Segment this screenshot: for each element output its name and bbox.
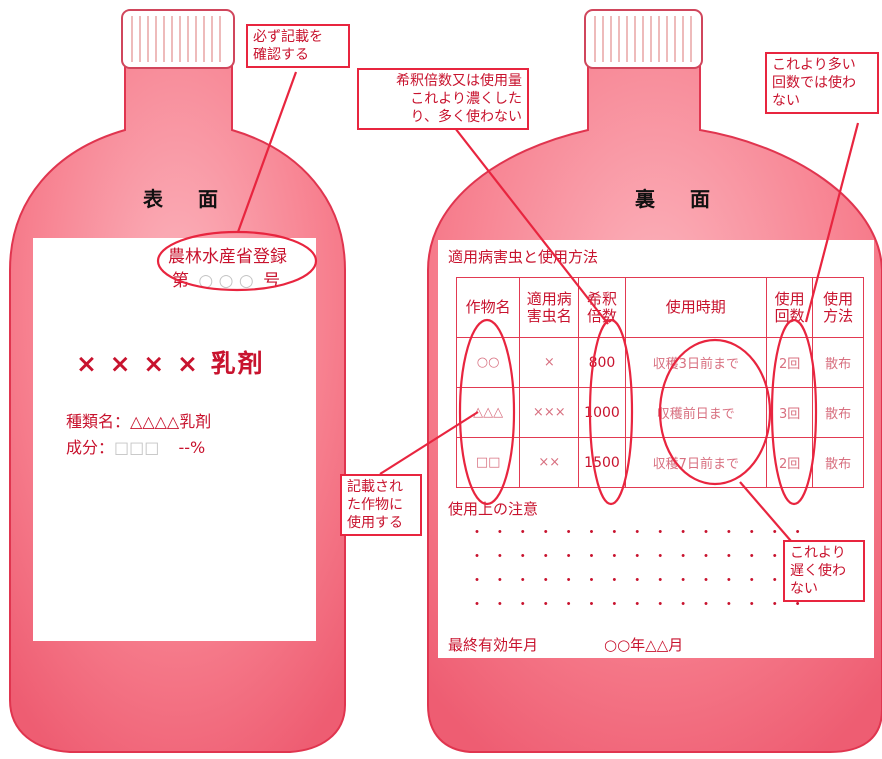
cell-pest: ××× [519,387,580,438]
cell-count: 2回 [765,337,814,388]
callout-crop: 記載された作物に使用する [340,474,422,536]
callout-registration: 必ず記載を確認する [246,24,350,68]
table-row: ○○ × 800 収穫3日前まで 2回 散布 [455,337,864,388]
dot-line: ・ ・ ・ ・ ・ ・ ・ ・ ・ ・ ・ ・ ・ ・ ・ [470,525,805,541]
cell-count: 2回 [765,437,814,488]
cell-crop: ○○ [455,337,521,388]
cell-timing: 収穫3日前まで [624,337,767,388]
usage-table: 作物名 適用病害虫名 希釈倍数 使用時期 使用回数 使用方法 ○○ × 800 … [455,277,864,488]
header-pest: 適用病害虫名 [519,277,580,338]
kind-line: 種類名：△△△△乳剤 [66,408,211,432]
table-row: △△△ ××× 1000 収穫前日まで 3回 散布 [455,387,864,438]
callout-timing: これより遅く使わない [783,540,865,602]
back-title: 裏 面 [635,187,724,211]
header-dilution: 希釈倍数 [578,277,626,338]
front-label-panel [33,238,316,641]
cell-method: 散布 [812,337,864,388]
cell-dilution: 800 [578,337,626,388]
cell-crop: △△△ [455,387,521,438]
cell-pest: × [519,337,580,388]
registration-number: 第 ○ ○ ○ 号 [172,266,280,291]
ingredient-percent: --% [178,438,206,457]
dot-line: ・ ・ ・ ・ ・ ・ ・ ・ ・ ・ ・ ・ ・ ・ ・ [470,549,805,565]
front-title: 表 面 [143,187,232,211]
registration-prefix: 第 [172,271,189,291]
cell-dilution: 1000 [578,387,626,438]
expiry-label: 最終有効年月 [448,636,539,654]
header-method: 使用方法 [812,277,864,338]
header-timing: 使用時期 [624,277,767,338]
dot-line: ・ ・ ・ ・ ・ ・ ・ ・ ・ ・ ・ ・ ・ ・ ・ [470,597,805,613]
table-title: 適用病害虫と使用方法 [448,248,599,266]
registration-marks: ○ ○ ○ [198,271,254,291]
ingredient-line: 成分：□□□ --% [66,434,205,458]
cell-crop: □□ [455,437,521,488]
cell-count: 3回 [765,387,814,438]
ingredient-value: □□□ [114,438,160,457]
dot-line: ・ ・ ・ ・ ・ ・ ・ ・ ・ ・ ・ ・ ・ ・ ・ [470,573,805,589]
kind-value: △△△△乳剤 [130,412,212,431]
product-name: × × × × 乳剤 [76,349,265,378]
cell-dilution: 1500 [578,437,626,488]
precautions-title: 使用上の注意 [448,500,539,518]
kind-label: 種類名： [66,412,131,431]
cell-pest: ×× [519,437,580,488]
table-header-row: 作物名 適用病害虫名 希釈倍数 使用時期 使用回数 使用方法 [455,277,864,338]
cell-timing: 収穫前日まで [624,387,767,438]
cell-timing: 収穫7日前まで [624,437,767,488]
table-row: □□ ×× 1500 収穫7日前まで 2回 散布 [455,437,864,488]
header-count: 使用回数 [765,277,814,338]
callout-count: これより多い回数では使わない [765,52,879,114]
header-crop: 作物名 [455,277,521,338]
expiry-value: ○○年△△月 [604,636,684,654]
registration-suffix: 号 [263,271,281,291]
callout-dilution: 希釈倍数又は使用量これより濃くしたり、多く使わない [357,68,529,130]
cell-method: 散布 [812,437,864,488]
registration-ministry: 農林水産省登録 [168,247,287,267]
cell-method: 散布 [812,387,864,438]
ingredient-label: 成分： [66,438,115,457]
